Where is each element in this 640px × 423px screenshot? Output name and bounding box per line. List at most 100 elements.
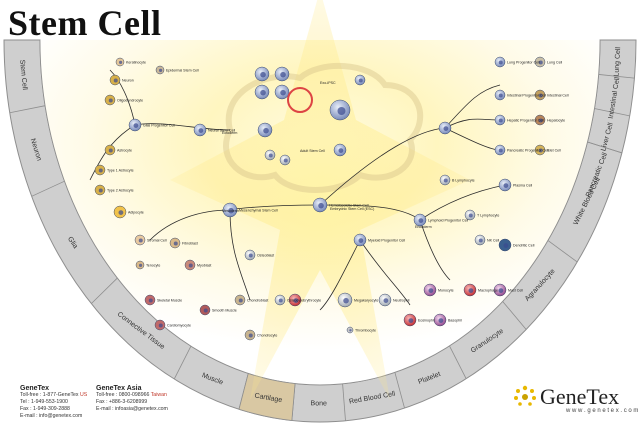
footer-us-company: GeneTex bbox=[20, 385, 50, 392]
page-title: Stem Cell bbox=[8, 3, 162, 43]
epidermal-stem-cell bbox=[155, 65, 165, 75]
myeloid-progenitor-cell-label: Myeloid Progenitor Cell bbox=[368, 239, 405, 243]
neuron-cell-label: Neuron bbox=[122, 79, 134, 83]
monocyte-cell-label: Monocyte bbox=[438, 289, 454, 293]
mesenchymal-stem-cell-label: Mesenchymal Stem Cell bbox=[239, 209, 278, 213]
endoderm-cell bbox=[438, 121, 452, 135]
neural-stem-cell bbox=[193, 123, 207, 137]
cardiomyocyte-cell-label: Cardiomyocyte bbox=[167, 324, 191, 328]
thrombocyte-cell bbox=[346, 326, 354, 334]
footer-us: GeneTex Toll-free : 1-877-GeneTex US Tel… bbox=[20, 385, 87, 420]
chondroblast-cell bbox=[234, 294, 246, 306]
type1-astrocyte-cell bbox=[94, 164, 106, 176]
footer-us-email[interactable]: E-mail : info@genetex.com bbox=[20, 413, 83, 419]
center-label-es: Embryonic Stem Cell (ESC) bbox=[330, 207, 374, 211]
footer-asia-fax: Fax : +886-3-6208999 bbox=[96, 399, 148, 405]
center-label-ectoderm: Ectoderm bbox=[222, 131, 237, 135]
erythrocyte-cell bbox=[288, 293, 302, 307]
tenocyte-cell bbox=[135, 260, 145, 270]
oligodendrocyte-cell-label: Oligodendrocyte bbox=[117, 99, 143, 103]
ipsc-cell bbox=[274, 66, 290, 82]
neuron-cell bbox=[109, 74, 121, 86]
keratinocyte-cell-label: Keratinocyte bbox=[126, 61, 146, 65]
footer-asia-tollfree: Toll-free : 0800-098966 Taiwan bbox=[96, 392, 167, 398]
fibroblast-cell-label: Fibroblast bbox=[182, 242, 198, 246]
osteoblast-cell bbox=[244, 249, 256, 261]
pancreatic-progenitor-cell bbox=[494, 144, 506, 156]
genetex-logo-icon bbox=[514, 385, 536, 406]
brain-outline bbox=[223, 62, 424, 193]
fibroblast-cell bbox=[169, 237, 181, 249]
type2-astrocyte-cell bbox=[94, 184, 106, 196]
t-lymphocyte-cell-label: T Lymphocyte bbox=[477, 214, 499, 218]
dendritic-cell bbox=[498, 238, 512, 252]
islet-cell bbox=[534, 144, 546, 156]
smooth-muscle-cell-label: Smooth Muscle bbox=[212, 309, 237, 313]
glial-progenitor-cell-label: Glial Progenitor Cell bbox=[143, 124, 175, 128]
neural-stem-cell-label: Neural Stem Cell bbox=[208, 129, 235, 133]
segment-label: Bone bbox=[311, 400, 327, 407]
plasma-cell bbox=[498, 178, 512, 192]
stromal-cell bbox=[134, 234, 146, 246]
monocyte-cell bbox=[423, 283, 437, 297]
adipocyte-cell-label: Adipocyte bbox=[128, 211, 144, 215]
basophil-cell-label: Basophil bbox=[448, 319, 462, 323]
mesenchymal-stem-cell bbox=[222, 202, 238, 218]
lymphoid-progenitor-cell-label: Lymphoid Progenitor Cell bbox=[428, 219, 468, 223]
pancreatic-progenitor-cell-label: Pancreatic Progenitor Cell bbox=[507, 149, 549, 153]
mast-cell bbox=[493, 283, 507, 297]
neutrophil-cell-label: Neutrophil bbox=[393, 299, 410, 303]
ipsc-cell bbox=[274, 84, 290, 100]
lung-cell bbox=[534, 56, 546, 68]
skeletal-muscle-cell-label: Skeletal Muscle bbox=[157, 299, 182, 303]
ipsc-cell bbox=[254, 84, 270, 100]
hepatocyte-cell bbox=[534, 114, 546, 126]
center-label-ipsc: Exo-iPSC bbox=[320, 81, 336, 85]
segment-label: Stem Cell bbox=[18, 59, 28, 90]
brand-url[interactable]: w w w . g e n e t e x . c o m bbox=[566, 408, 639, 414]
cell-glyphs bbox=[94, 56, 546, 341]
footer-asia-company: GeneTex Asia bbox=[96, 385, 142, 392]
macrophage-cell bbox=[463, 283, 477, 297]
center-label-mesoderm: Mesoderm bbox=[222, 209, 239, 213]
footer-asia-email[interactable]: E-mail : infoasia@genetex.com bbox=[96, 406, 168, 412]
astrocyte-cell-label: Astrocyte bbox=[117, 149, 132, 153]
intestinal-progenitor-cell bbox=[494, 89, 506, 101]
b-lymphocyte-cell-label: B Lymphocyte bbox=[452, 179, 475, 183]
nk-cell-label: NK Cell bbox=[487, 239, 499, 243]
osteocyte-cell-label: Osteocyte bbox=[287, 299, 303, 303]
hepatic-progenitor-cell bbox=[494, 114, 506, 126]
adult-stem-cell-3 bbox=[279, 154, 291, 166]
osteoblast-cell-label: Osteoblast bbox=[257, 254, 274, 258]
macrophage-cell-label: Macrophage bbox=[478, 289, 498, 293]
stromal-cell-label: Stromal Cell bbox=[147, 239, 167, 243]
footer-asia: GeneTex Asia Toll-free : 0800-098966 Tai… bbox=[96, 385, 168, 413]
oligodendrocyte-cell bbox=[104, 94, 116, 106]
adult-source-cell bbox=[354, 74, 366, 86]
nk-cell bbox=[474, 234, 486, 246]
thrombocyte-cell-label: Thrombocyte bbox=[355, 329, 376, 333]
intestinal-cell bbox=[534, 89, 546, 101]
chondrocyte-cell-label: Chondrocyte bbox=[257, 334, 277, 338]
astrocyte-cell bbox=[104, 144, 116, 156]
embryonic-stem-cell bbox=[333, 143, 347, 157]
center-label-adult: Adult Stem Cell bbox=[300, 149, 325, 153]
hematopoietic-stem-cell bbox=[312, 197, 328, 213]
center-label-endoderm-blood: Endoderm bbox=[415, 225, 432, 229]
intestinal-cell-label: Intestinal Cell bbox=[547, 94, 569, 98]
erythrocyte-cell-label: Erythrocyte bbox=[303, 299, 321, 303]
myoblast-cell-label: Myoblast bbox=[197, 264, 211, 268]
osteocyte-cell bbox=[274, 294, 286, 306]
adult-stem-cell bbox=[257, 122, 273, 138]
myoblast-cell bbox=[184, 259, 196, 271]
adipocyte-cell bbox=[113, 205, 127, 219]
type1-astrocyte-cell-label: Type 1 Astrocyte bbox=[107, 169, 134, 173]
t-lymphocyte-cell bbox=[464, 209, 476, 221]
skeletal-muscle-cell bbox=[144, 294, 156, 306]
epidermal-stem-cell-label: Epidermal Stem Cell bbox=[166, 69, 199, 73]
lung-progenitor-cell-label: Lung Progenitor Cell bbox=[507, 61, 540, 65]
mast-cell-label: Mast Cell bbox=[508, 289, 523, 293]
intestinal-progenitor-cell-label: Intestinal Progenitor Cell bbox=[507, 94, 546, 98]
